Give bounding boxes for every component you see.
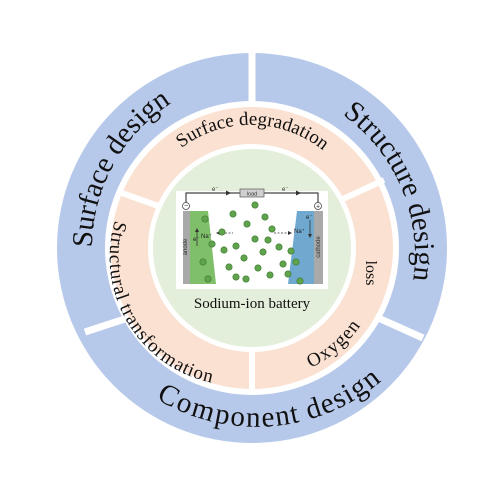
sodium-ion-particle xyxy=(292,258,300,266)
plus-sign: + xyxy=(316,204,320,211)
minus-sign: − xyxy=(184,203,188,210)
anode-label: anode xyxy=(183,238,189,255)
battery-illustration: load e⁻ e⁻ − + anode e⁻ Na⁺ cathode e⁻ N… xyxy=(176,187,328,289)
sodium-ion-particle xyxy=(279,260,287,268)
anode-ion-label: Na⁺ xyxy=(201,233,212,240)
plus-terminal xyxy=(314,202,322,210)
cathode-electrode xyxy=(288,211,314,284)
center-caption: Sodium-ion battery xyxy=(194,296,311,312)
sodium-ion-particle xyxy=(225,263,233,271)
sodium-ion-particle xyxy=(242,275,250,283)
arrow-right-icon xyxy=(296,190,301,196)
sodium-ion-particle xyxy=(199,258,207,266)
anode-electron-label: e⁻ xyxy=(193,237,200,243)
cathode-electron-label: e⁻ xyxy=(306,215,313,221)
sodium-ion-particle xyxy=(275,243,283,251)
sodium-ion-particle xyxy=(251,201,259,209)
anode-electron-arrow-icon xyxy=(195,228,199,232)
electron-right-label: e⁻ xyxy=(282,187,289,193)
sodium-ion-particle xyxy=(266,271,274,279)
sodium-ion-particle xyxy=(251,235,259,243)
sodium-ion-particle xyxy=(201,215,209,223)
sodium-ion-particle xyxy=(254,264,262,272)
sodium-ion-particle xyxy=(229,210,237,218)
sodium-ion-particle xyxy=(296,277,304,285)
sodium-ion-particle xyxy=(220,246,228,254)
cathode-collector xyxy=(314,211,323,284)
electron-left-label: e⁻ xyxy=(212,187,219,193)
sodium-ion-particle xyxy=(259,248,267,256)
anode-collector xyxy=(183,211,190,284)
cathode-electron-arrow-icon xyxy=(308,234,312,238)
sodium-ion-particle xyxy=(208,240,216,248)
load-label: load xyxy=(247,192,257,198)
label-loss: loss xyxy=(362,261,379,286)
cathode-label: cathode xyxy=(316,236,322,258)
sodium-ion-particle xyxy=(232,273,240,281)
sodium-ion-particle xyxy=(264,236,272,244)
sodium-ion-particle xyxy=(284,270,292,278)
sodium-ion-particle xyxy=(243,220,251,228)
sodium-ion-particle xyxy=(218,228,226,236)
sodium-ion-particle xyxy=(287,247,295,255)
sodium-ion-particle xyxy=(204,275,212,283)
load-box xyxy=(239,188,265,198)
ion-arrow-right-icon xyxy=(288,231,292,235)
sodium-ion-particle xyxy=(268,225,276,233)
minus-terminal xyxy=(182,202,190,210)
arrow-left-icon xyxy=(226,190,231,196)
cathode-ion-label: Na⁺ xyxy=(294,228,305,235)
sodium-ion-particle xyxy=(261,213,269,221)
sodium-ion-particles xyxy=(199,201,304,285)
sodium-ion-particle xyxy=(240,254,248,262)
sodium-ion-particle xyxy=(232,242,240,250)
